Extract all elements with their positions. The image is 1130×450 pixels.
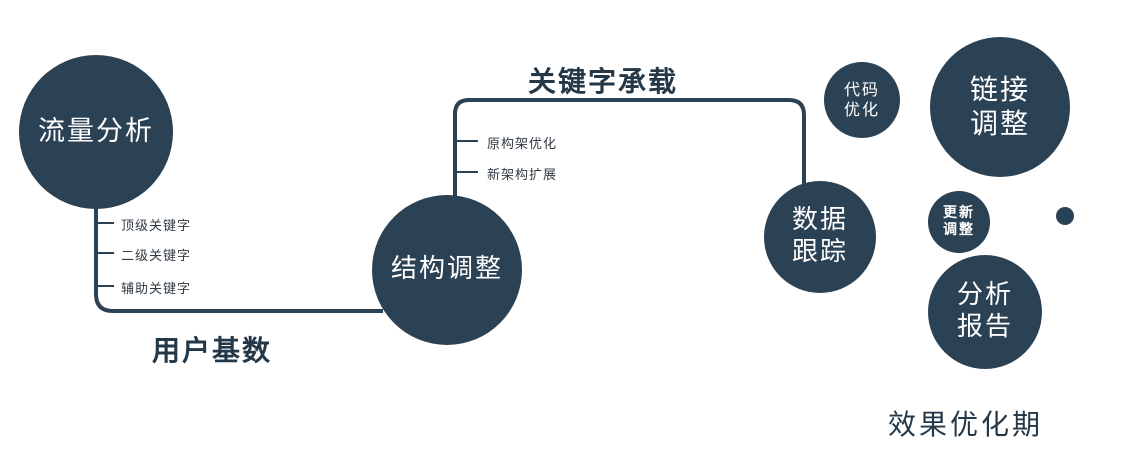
node-data-tracking-label: 数据 跟踪: [791, 205, 848, 267]
branch-label-top-keywords: 顶级关键字: [121, 219, 192, 234]
branch-label-auxiliary-keywords: 辅助关键字: [121, 282, 192, 297]
bullet-dot: [1056, 207, 1074, 225]
connector-structure-to-data-tracking: [453, 98, 806, 197]
node-link-adjustment: 链接 调整: [930, 37, 1070, 177]
node-update-adjustment: 更新 调整: [928, 191, 990, 253]
branch-label-new-architecture-expansion: 新架构扩展: [487, 168, 558, 183]
node-update-adjustment-label: 更新 调整: [943, 204, 975, 238]
node-structure-adjustment-label: 结构调整: [390, 254, 503, 285]
node-traffic-analysis-label: 流量分析: [38, 115, 154, 147]
node-code-optimization: 代码 优化: [824, 62, 900, 138]
node-structure-adjustment: 结构调整: [372, 195, 522, 345]
caption-effect-optimization-period: 效果优化期: [888, 408, 1044, 441]
node-analysis-report-label: 分析 报告: [956, 280, 1013, 342]
connector-traffic-to-structure: [94, 200, 383, 313]
node-traffic-analysis: 流量分析: [19, 55, 173, 209]
edge-label-keyword-carrying: 关键字承载: [528, 65, 679, 98]
node-analysis-report: 分析 报告: [928, 255, 1042, 369]
node-code-optimization-label: 代码 优化: [843, 80, 880, 119]
branch-label-secondary-keywords: 二级关键字: [121, 249, 192, 264]
edge-label-user-base: 用户基数: [152, 334, 273, 367]
node-link-adjustment-label: 链接 调整: [969, 72, 1030, 140]
branch-label-original-architecture-optimization: 原构架优化: [487, 137, 558, 152]
node-data-tracking: 数据 跟踪: [764, 181, 876, 293]
